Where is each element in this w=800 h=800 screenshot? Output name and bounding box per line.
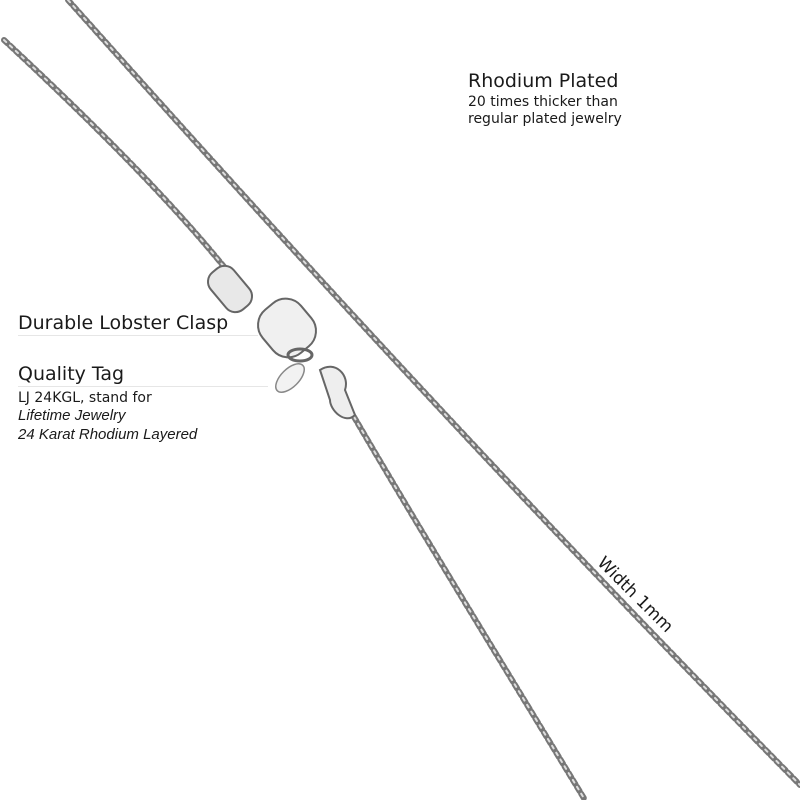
tag-line2: Lifetime Jewelry (18, 407, 126, 424)
rhodium-title: Rhodium Plated (468, 70, 619, 92)
rhodium-line1: 20 times thicker than (468, 94, 618, 110)
chain-left-upper-strand (1, 37, 228, 271)
clasp-divider (18, 335, 258, 336)
tag-divider (18, 386, 268, 387)
tag-line3: 24 Karat Rhodium Layered (18, 426, 198, 443)
rhodium-line2: regular plated jewelry (468, 111, 622, 127)
quality-tag-icon (275, 363, 357, 420)
lobster-clasp-icon (206, 264, 317, 363)
chain-right-strand (65, 0, 800, 788)
clasp-title: Durable Lobster Clasp (18, 312, 229, 334)
tag-title: Quality Tag (18, 363, 125, 385)
tag-line1: LJ 24KGL, stand for (18, 390, 152, 406)
